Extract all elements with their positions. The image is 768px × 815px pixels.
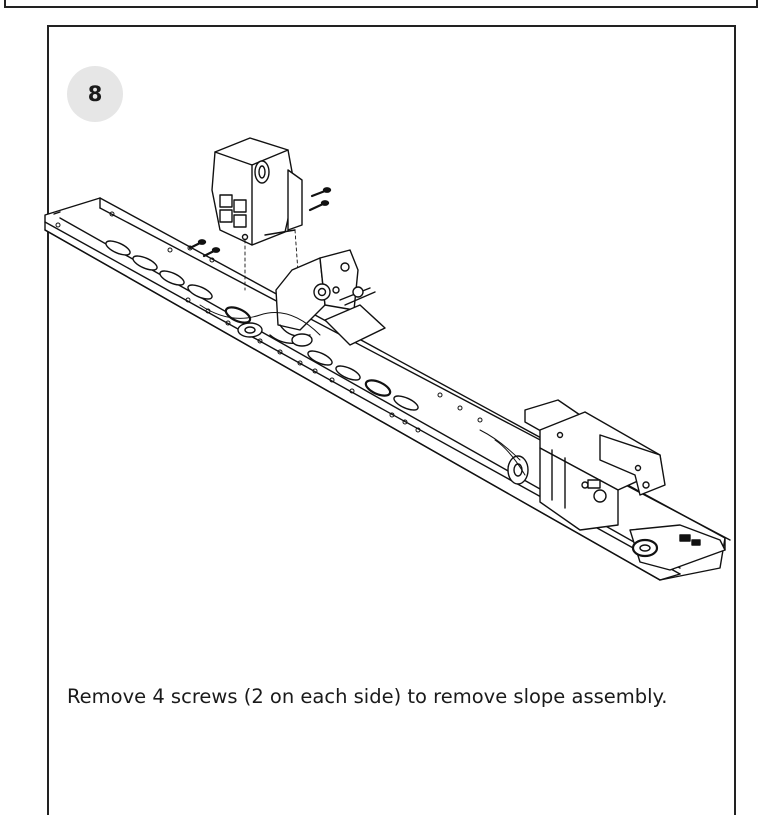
screws xyxy=(188,187,332,258)
rail-oval-holes xyxy=(105,240,419,411)
screw-1 xyxy=(308,200,330,212)
rail-end-fitting xyxy=(629,524,726,571)
slope-assembly-illustration xyxy=(44,137,731,581)
wiring xyxy=(199,304,526,476)
screw-2 xyxy=(310,187,332,198)
step-number-badge: 8 xyxy=(67,66,123,122)
slope-motor-housing xyxy=(211,137,303,246)
step-panel xyxy=(47,25,736,815)
step-instruction: Remove 4 screws (2 on each side) to remo… xyxy=(67,685,668,708)
alignment-guides xyxy=(244,229,301,301)
screw-3 xyxy=(188,239,207,250)
previous-step-panel xyxy=(4,0,758,8)
mid-bracket xyxy=(237,249,386,347)
screw-4 xyxy=(202,247,221,258)
